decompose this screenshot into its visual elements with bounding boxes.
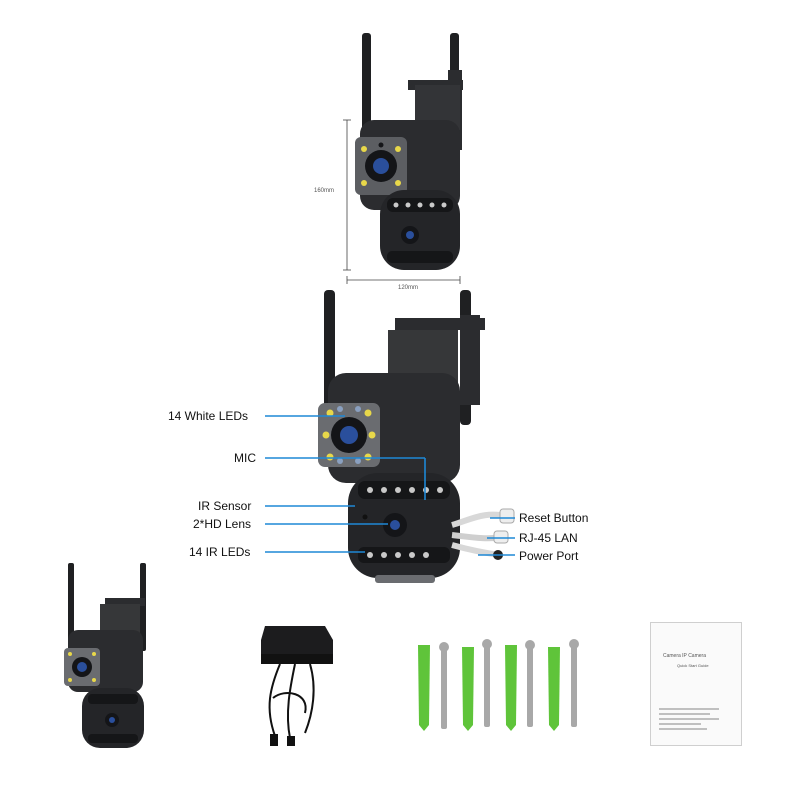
cable-bundle — [450, 495, 525, 565]
callout-rj45-lan: RJ-45 LAN — [519, 531, 578, 545]
callout-ir-sensor: IR Sensor — [198, 499, 252, 513]
callout-reset-button: Reset Button — [519, 511, 589, 525]
manual-text-block — [659, 708, 719, 730]
callout-power-port: Power Port — [519, 549, 579, 563]
anchors-and-screws-illustration — [418, 639, 579, 731]
callout-white-leds: 14 White LEDs — [168, 409, 249, 423]
callout-hd-lens: 2*HD Lens — [193, 517, 252, 531]
manual-subtitle: Quick Start Guide — [677, 663, 709, 668]
main-camera — [310, 285, 490, 595]
dimension-camera — [330, 25, 480, 300]
width-dimension-label: 120mm — [398, 285, 419, 291]
manual-title: Camera IP Camera — [663, 653, 706, 659]
cable-bundle-illustration — [451, 508, 515, 560]
callout-ir-leds: 14 IR LEDs — [189, 545, 251, 559]
package-camera — [60, 560, 160, 755]
main-camera-illustration — [318, 290, 485, 583]
callout-mic: MIC — [234, 451, 256, 465]
anchors-and-screws — [410, 635, 590, 735]
power-adapter — [255, 618, 340, 748]
package-camera-illustration — [64, 563, 146, 748]
dimension-camera-illustration — [343, 33, 463, 284]
height-dimension-label: 160mm — [314, 188, 335, 194]
power-adapter-illustration — [261, 626, 333, 746]
user-manual: Camera IP Camera Quick Start Guide — [650, 622, 742, 746]
